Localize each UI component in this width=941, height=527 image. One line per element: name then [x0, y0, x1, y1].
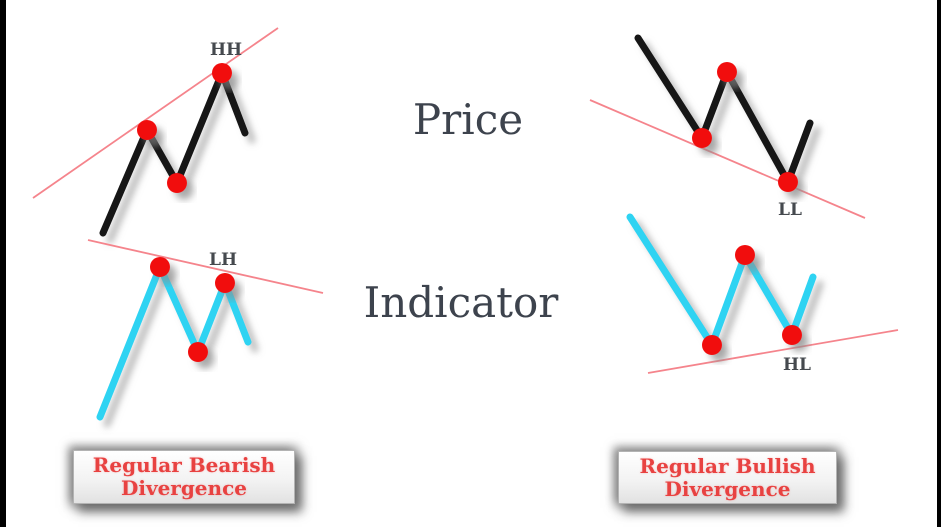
indicator-higher-lows-zigzag-line [626, 213, 817, 353]
indicator-lower-highs-pivot-label: LH [209, 250, 237, 270]
indicator-higher-lows-trendline [647, 329, 899, 374]
caption-line-2: Divergence [121, 476, 247, 500]
price-higher-highs-chart: HH [32, 27, 279, 237]
caption-line-1: Regular Bullish [639, 453, 816, 478]
left-edge-bar [0, 0, 6, 527]
indicator-higher-lows-pivot-dot-2 [735, 245, 755, 265]
price-lower-lows-pivot-dot-3 [778, 172, 798, 192]
price-higher-highs-trendline [32, 27, 279, 199]
price-lower-lows-zigzag-line [634, 34, 814, 191]
indicator-lower-highs-pivot-dot-3 [215, 273, 235, 293]
indicator-higher-lows-chart: HL [626, 213, 899, 375]
caption-line-1: Regular Bearish [92, 453, 276, 477]
price-lower-lows-pivot-label: LL [778, 200, 802, 220]
indicator-row-label: Indicator [363, 278, 559, 327]
price-lower-lows-trendline [589, 99, 866, 219]
indicator-lower-highs-pivot-dot-1 [150, 257, 170, 277]
charts-root: HH LL LH HL [32, 27, 899, 421]
price-lower-lows-chart: LL [589, 34, 866, 220]
price-row-label: Price [412, 95, 524, 144]
indicator-lower-highs-trendline [87, 239, 324, 294]
indicator-higher-lows-pivot-label: HL [783, 355, 811, 375]
price-higher-highs-zigzag-line [99, 63, 249, 237]
price-higher-highs-pivot-dot-1 [137, 120, 157, 140]
regular-bullish-divergence-box: Regular Bullish Divergence [618, 451, 837, 504]
price-lower-lows-pivot-dot-1 [692, 128, 712, 148]
indicator-lower-highs-chart: LH [87, 239, 324, 421]
regular-bearish-divergence-box: Regular Bearish Divergence [73, 450, 295, 504]
indicator-lower-highs-pivot-dot-2 [188, 342, 208, 362]
caption-line-2: Divergence [664, 476, 791, 501]
price-higher-highs-pivot-dot-3 [212, 63, 232, 83]
price-higher-highs-pivot-dot-2 [167, 173, 187, 193]
price-lower-lows-pivot-dot-2 [717, 62, 737, 82]
indicator-higher-lows-pivot-dot-1 [702, 335, 722, 355]
indicator-higher-lows-pivot-dot-3 [782, 325, 802, 345]
right-edge-bar [937, 0, 941, 527]
price-higher-highs-pivot-label: HH [210, 40, 242, 60]
